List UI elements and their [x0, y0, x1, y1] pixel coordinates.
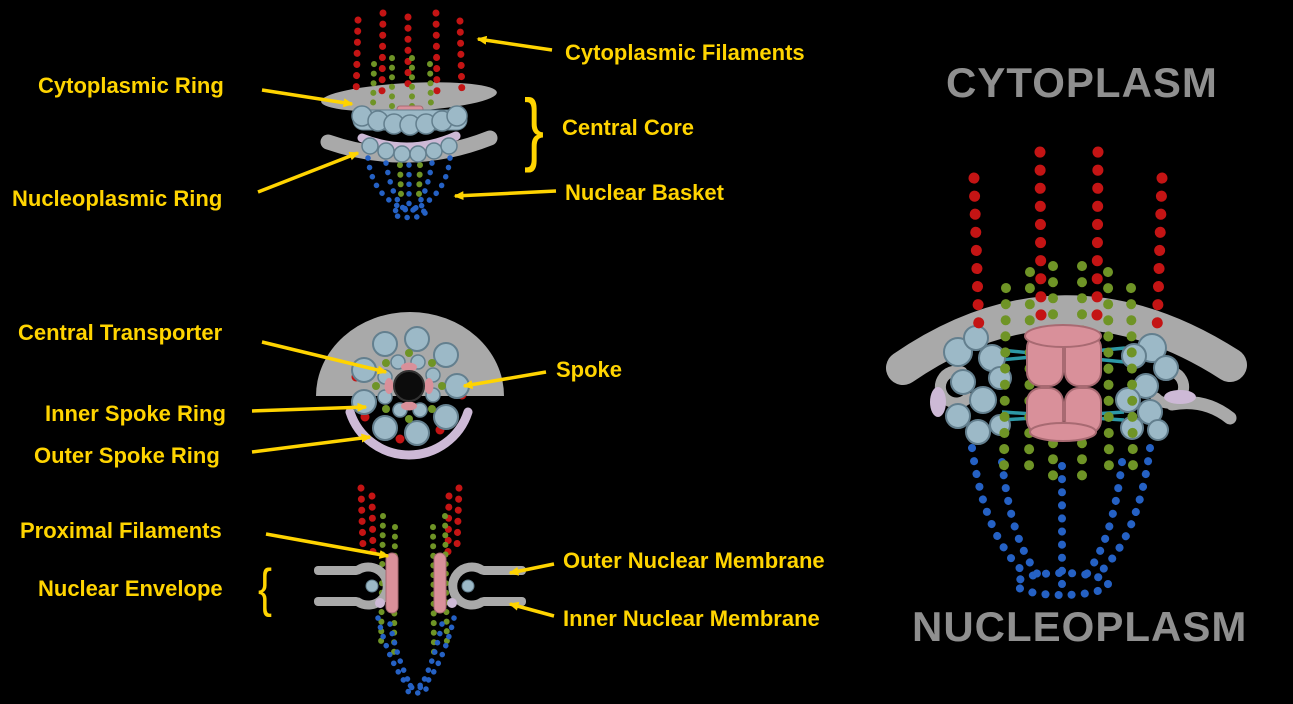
lavender-piece-right	[1164, 390, 1196, 404]
label-inner-spoke-ring: Inner Spoke Ring	[45, 401, 226, 426]
cytoplasmic-ring-graphic	[351, 105, 468, 136]
label-outer-spoke-ring: Outer Spoke Ring	[34, 443, 220, 468]
label-proximal-filaments: Proximal Filaments	[20, 518, 222, 543]
arrow-nucleoplasmic-ring	[257, 151, 360, 194]
side-view-illustration	[320, 9, 498, 221]
red-filaments-graphic	[968, 146, 1168, 338]
basket-chains-graphic	[375, 615, 457, 696]
spoke-cross-section	[433, 552, 447, 614]
label-central-core: Central Core	[562, 115, 695, 140]
outer-spoke-ring-graphic	[345, 407, 473, 460]
arrow-cytoplasmic-ring	[261, 88, 354, 108]
arrow-outer-nuclear-membrane	[508, 562, 555, 576]
region-label-nucleoplasm: NUCLEOPLASM	[912, 603, 1248, 650]
cytoplasmic-filaments-graphic	[352, 9, 466, 100]
label-nuclear-basket: Nuclear Basket	[565, 180, 724, 205]
spoke-cross-section	[385, 552, 399, 614]
label-cytoplasmic-filaments: Cytoplasmic Filaments	[565, 40, 805, 65]
green-dots-graphic	[372, 349, 446, 423]
label-central-transporter: Central Transporter	[18, 320, 223, 345]
lavender-piece-left	[930, 387, 946, 417]
arrow-cytoplasmic-filaments	[476, 35, 553, 52]
nuclear-envelope-graphic	[314, 562, 526, 610]
label-inner-nuclear-membrane: Inner Nuclear Membrane	[563, 606, 820, 631]
label-outer-nuclear-membrane: Outer Nuclear Membrane	[563, 548, 825, 573]
label-nucleoplasmic-ring: Nucleoplasmic Ring	[12, 186, 223, 211]
membrane-top-band	[321, 82, 497, 112]
nuclear-envelope-brace: {	[258, 558, 273, 617]
central-core-brace: }	[524, 82, 545, 174]
nuclear-basket-graphic	[968, 444, 1154, 599]
membrane-lip-right	[1165, 396, 1237, 425]
arrow-nuclear-basket	[453, 189, 557, 201]
region-label-cytoplasm: CYTOPLASM	[946, 59, 1218, 106]
lavender-dot	[375, 598, 385, 608]
top-view-illustration	[316, 312, 504, 460]
lavender-dot	[447, 598, 457, 608]
central-transporter-graphic	[384, 362, 434, 411]
label-cytoplasmic-ring: Cytoplasmic Ring	[38, 73, 224, 98]
inner-nuclear-membrane-graphic	[314, 597, 360, 606]
green-filaments-graphic	[370, 55, 434, 197]
membrane-sheet	[886, 295, 1247, 385]
cross-section-illustration	[314, 484, 526, 696]
nuclear-basket-graphic	[365, 155, 453, 221]
arrow-proximal-filaments	[265, 532, 390, 559]
red-filaments-graphic	[357, 484, 463, 556]
nucleoplasmic-ring-graphic	[361, 137, 458, 163]
ring-cross-section	[365, 579, 379, 593]
label-nuclear-envelope: Nuclear Envelope	[38, 576, 223, 601]
arrow-inner-nuclear-membrane	[508, 601, 555, 618]
callout-arrows	[251, 35, 557, 618]
arrow-outer-spoke-ring	[251, 433, 372, 454]
arrow-central-transporter	[261, 340, 388, 375]
arrow-spoke	[462, 370, 547, 390]
three-d-illustration	[886, 146, 1247, 599]
label-spoke: Spoke	[556, 357, 623, 382]
arrow-inner-spoke-ring	[251, 402, 368, 413]
outer-nuclear-membrane-graphic	[314, 566, 360, 575]
ring-cross-section	[461, 579, 475, 593]
central-transporter-graphic	[1024, 324, 1102, 442]
